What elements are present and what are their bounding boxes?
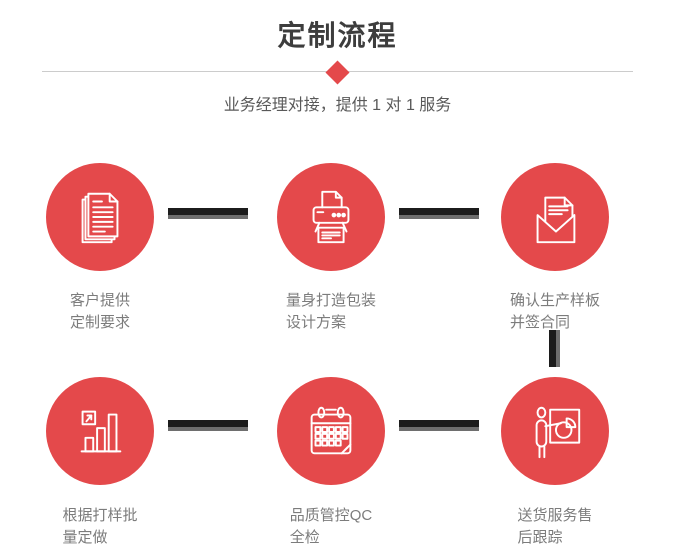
documents-icon — [81, 192, 119, 244]
connector-step4-step5 — [168, 420, 248, 431]
caption-line: 量定做 — [62, 529, 108, 546]
caption-line: 客户提供 — [69, 292, 130, 309]
step-caption-2: 量身打造包装 设计方案 — [246, 290, 416, 334]
step-circle-3 — [501, 163, 609, 271]
step-circle-1 — [46, 163, 154, 271]
step-circle-5 — [277, 377, 385, 485]
connector-step5-step6 — [399, 420, 479, 431]
connector-step3-step6 — [549, 330, 560, 367]
caption-line: 根据打样批 — [62, 507, 138, 524]
printer-icon — [312, 190, 350, 244]
caption-line: 设计方案 — [285, 314, 346, 331]
calendar-icon — [310, 406, 352, 455]
step-caption-6: 送货服务售 后跟踪 — [470, 505, 640, 549]
caption-line: 后跟踪 — [517, 529, 563, 546]
step-circle-6 — [501, 377, 609, 485]
caption-line: 送货服务售 — [517, 507, 593, 524]
page-title: 定制流程 — [277, 20, 398, 51]
connector-step2-step3 — [399, 208, 479, 219]
diamond-icon — [325, 60, 350, 85]
step-circle-2 — [277, 163, 385, 271]
caption-line: 品质管控QC — [289, 507, 373, 524]
step-caption-4: 根据打样批 量定做 — [15, 505, 185, 549]
caption-line: 全检 — [289, 529, 320, 546]
step-caption-3: 确认生产样板 并签合同 — [470, 290, 640, 334]
connector-step1-step2 — [168, 208, 248, 219]
caption-line: 定制要求 — [69, 314, 130, 331]
presentation-icon — [535, 406, 581, 459]
bar-chart-icon — [80, 410, 122, 453]
envelope-icon — [536, 196, 576, 244]
caption-line: 确认生产样板 — [509, 292, 600, 309]
step-circle-4 — [46, 377, 154, 485]
page-subtitle: 业务经理对接，提供 1 对 1 服务 — [223, 97, 452, 114]
step-caption-1: 客户提供 定制要求 — [15, 290, 185, 334]
caption-line: 量身打造包装 — [285, 292, 376, 309]
step-caption-5: 品质管控QC 全检 — [246, 505, 416, 549]
caption-line: 并签合同 — [509, 314, 570, 331]
